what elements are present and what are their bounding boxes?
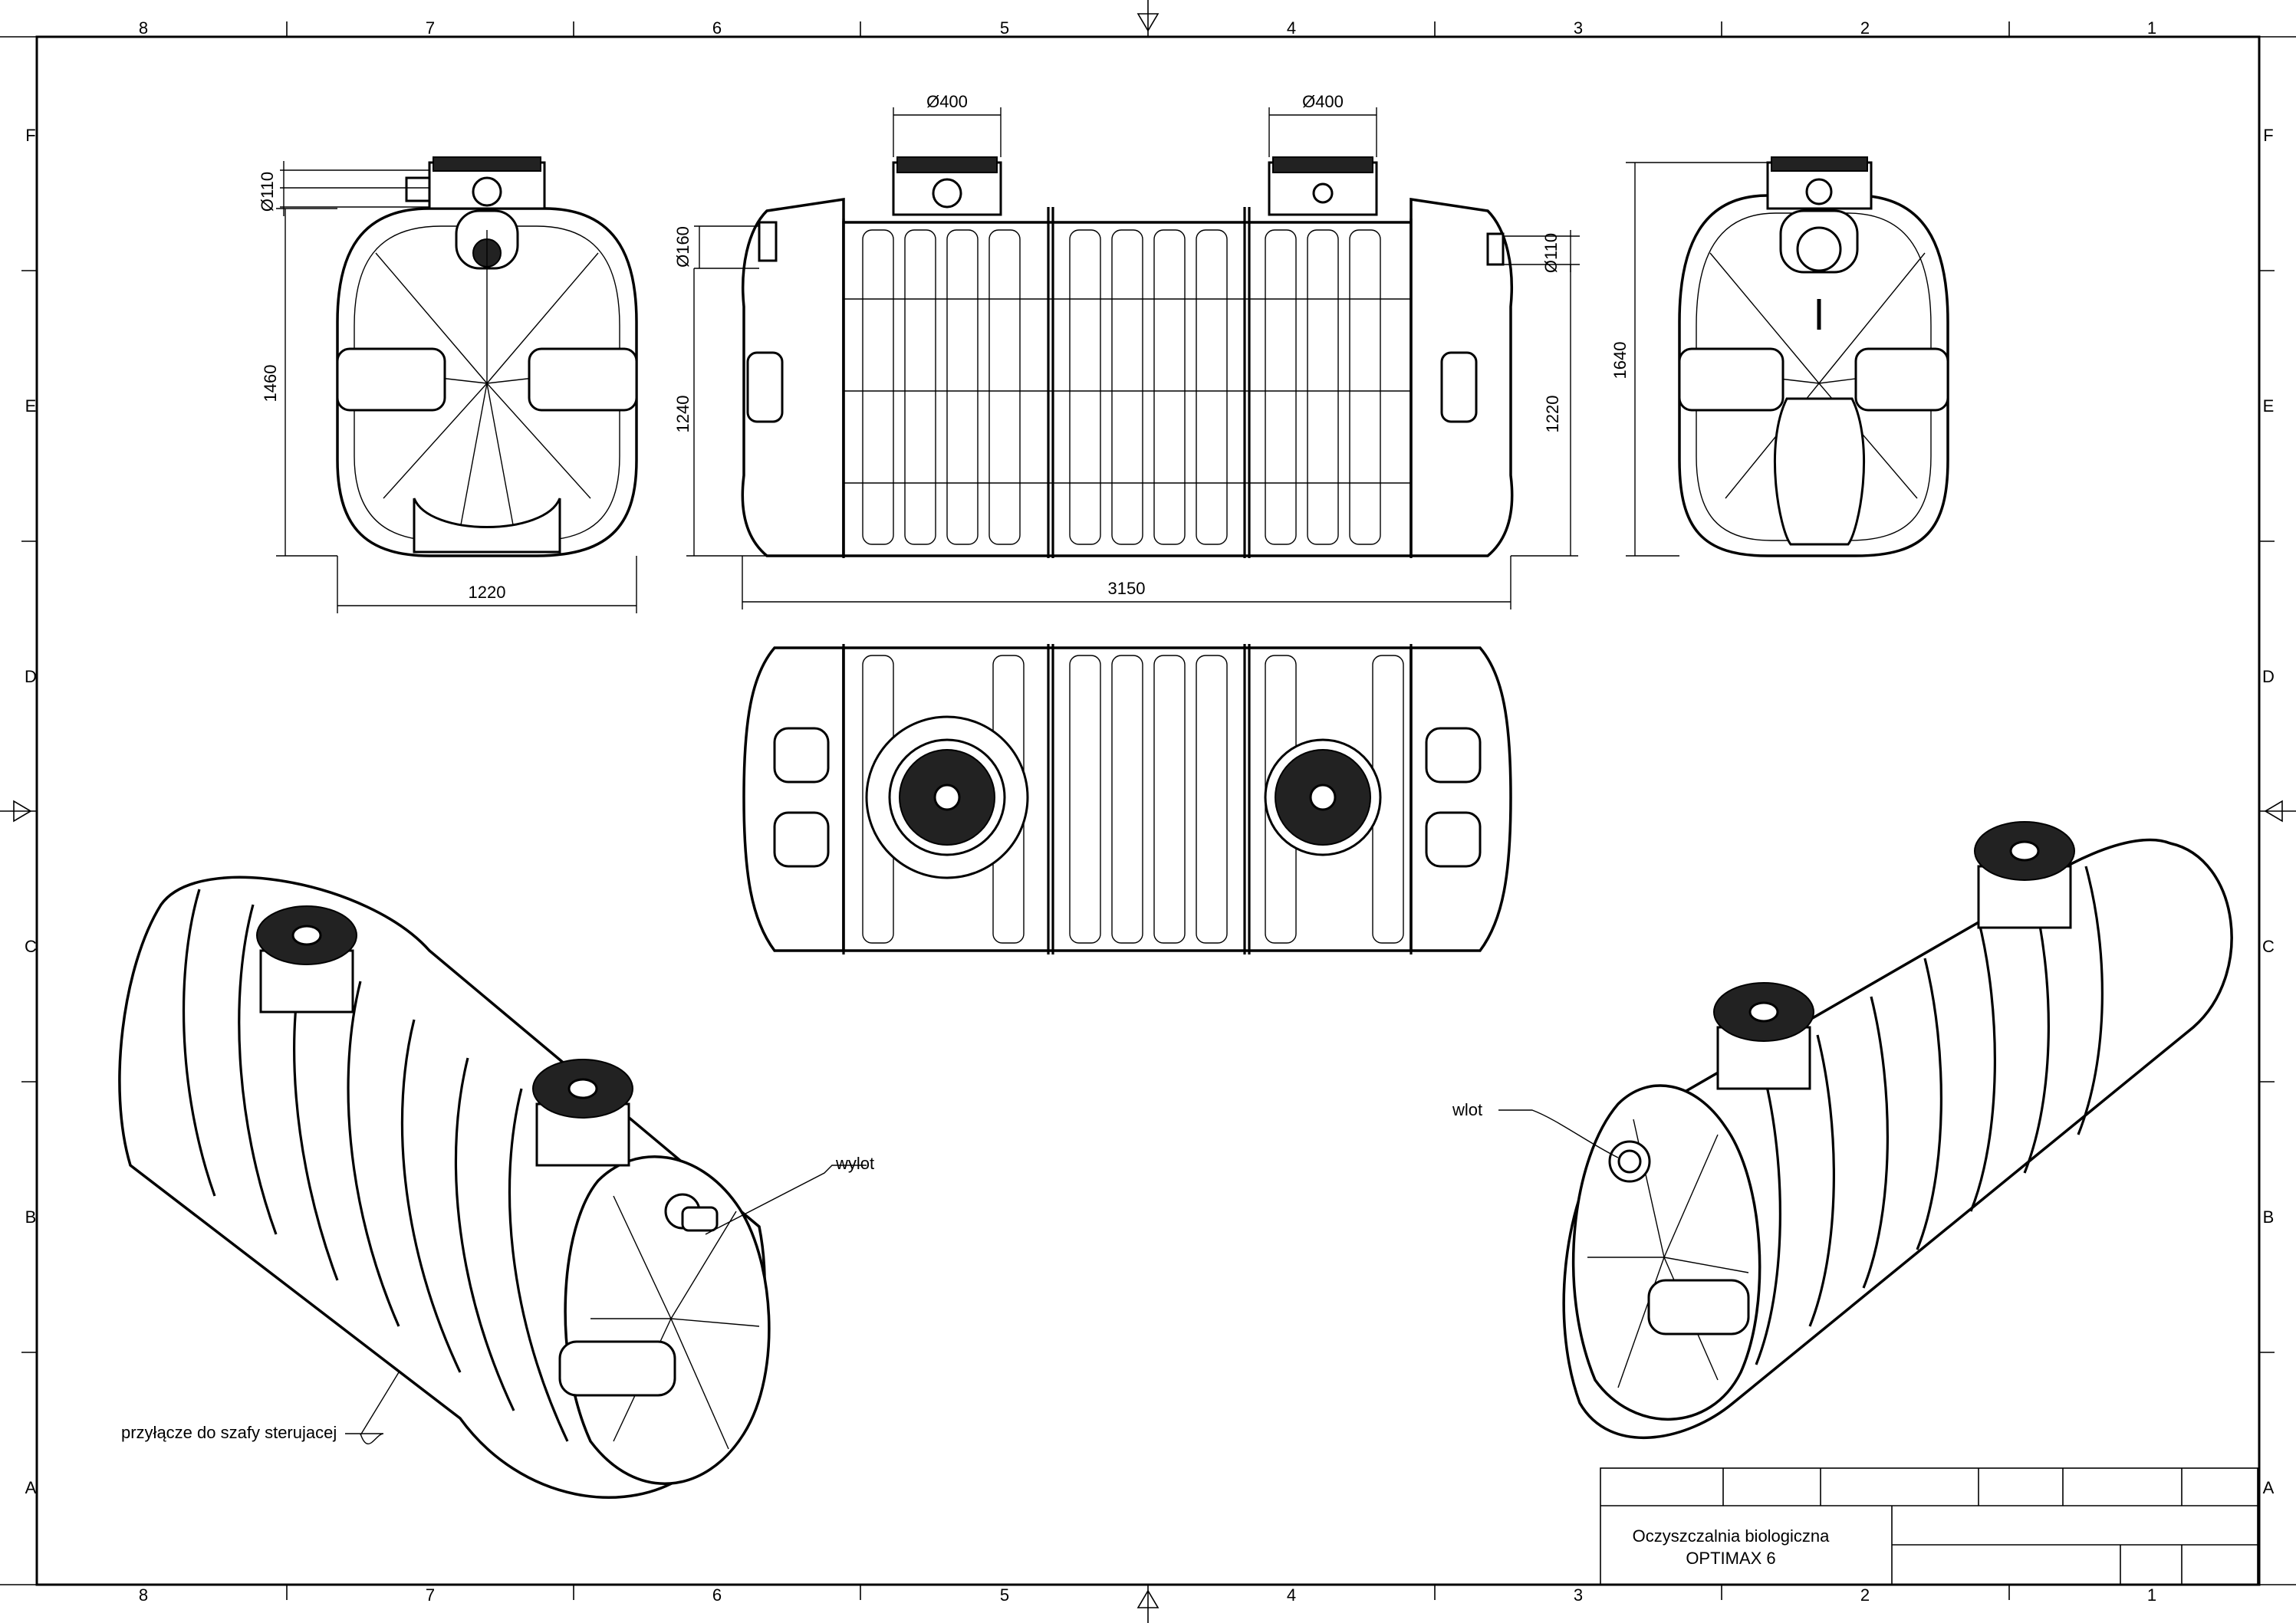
column-ticks <box>286 21 2010 1600</box>
dimension-label: 1220 <box>1543 396 1562 433</box>
iso-left-callouts: wylot przyłącze do szafy sterujacej <box>121 1154 874 1445</box>
col-label: 3 <box>1574 18 1583 38</box>
row-labels-left: F E D C B A <box>25 126 37 1497</box>
row-labels-right: F E D C B A <box>2262 126 2275 1497</box>
col-label: 7 <box>426 1585 435 1605</box>
row-label: A <box>25 1478 37 1497</box>
row-label: E <box>25 396 37 416</box>
right-end-view <box>1678 156 1949 557</box>
col-label: 8 <box>139 1585 148 1605</box>
dimension-label: 1220 <box>469 583 506 602</box>
iso-view-right <box>1562 821 2233 1440</box>
row-label: B <box>2263 1207 2275 1227</box>
col-label: 4 <box>1287 1585 1296 1605</box>
column-labels-bottom: 8 7 6 5 4 3 2 1 <box>139 1585 2156 1605</box>
left-end-view <box>336 156 638 557</box>
dimension-label: Ø400 <box>926 92 968 111</box>
control-label: przyłącze do szafy sterujacej <box>121 1423 337 1442</box>
row-label: D <box>2262 667 2275 686</box>
col-label: 2 <box>1860 18 1870 38</box>
col-label: 5 <box>1000 1585 1009 1605</box>
col-label: 6 <box>712 1585 722 1605</box>
top-view <box>742 644 1512 954</box>
side-view <box>741 156 1514 558</box>
col-label: 6 <box>712 18 722 38</box>
col-label: 1 <box>2147 1585 2156 1605</box>
side-view-dimensions: Ø400 Ø400 Ø160 1240 Ø110 1220 3150 <box>673 92 1580 609</box>
col-label: 3 <box>1574 1585 1583 1605</box>
outlet-label: wylot <box>835 1154 874 1173</box>
col-label: 7 <box>426 18 435 38</box>
row-ticks <box>21 270 2275 1353</box>
row-label: C <box>2262 937 2275 956</box>
dimension-label: Ø400 <box>1302 92 1344 111</box>
col-label: 1 <box>2147 18 2156 38</box>
row-label: D <box>25 667 37 686</box>
col-label: 2 <box>1860 1585 1870 1605</box>
row-label: F <box>2263 126 2273 145</box>
inlet-label: wlot <box>1452 1100 1482 1119</box>
dimension-label: 1460 <box>261 365 280 402</box>
dimension-label: 1640 <box>1610 342 1630 379</box>
left-view-dimensions: Ø110 1460 1220 <box>258 161 637 613</box>
title-line-1: Oczyszczalnia biologiczna <box>1633 1526 1831 1546</box>
col-label: 4 <box>1287 18 1296 38</box>
column-labels-top: 8 7 6 5 4 3 2 1 <box>139 18 2156 38</box>
title-line-2: OPTIMAX 6 <box>1686 1549 1775 1568</box>
row-label: C <box>25 937 37 956</box>
col-label: 8 <box>139 18 148 38</box>
dimension-label: Ø110 <box>258 172 277 212</box>
dimension-label: 1240 <box>673 396 692 433</box>
col-label: 5 <box>1000 18 1009 38</box>
right-view-dimensions: 1640 <box>1610 162 1768 557</box>
dimension-label: Ø160 <box>673 226 692 268</box>
ribs <box>842 207 1413 558</box>
row-label: E <box>2263 396 2275 416</box>
row-label: A <box>2263 1478 2275 1497</box>
row-label: F <box>25 126 35 145</box>
title-block: Oczyszczalnia biologiczna OPTIMAX 6 <box>1600 1467 2258 1585</box>
iso-right-callouts: wlot <box>1452 1100 1619 1158</box>
iso-view-left <box>118 876 771 1499</box>
row-label: B <box>25 1207 37 1227</box>
dimension-label: 3150 <box>1108 579 1146 598</box>
dimension-label: Ø110 <box>1541 233 1561 273</box>
